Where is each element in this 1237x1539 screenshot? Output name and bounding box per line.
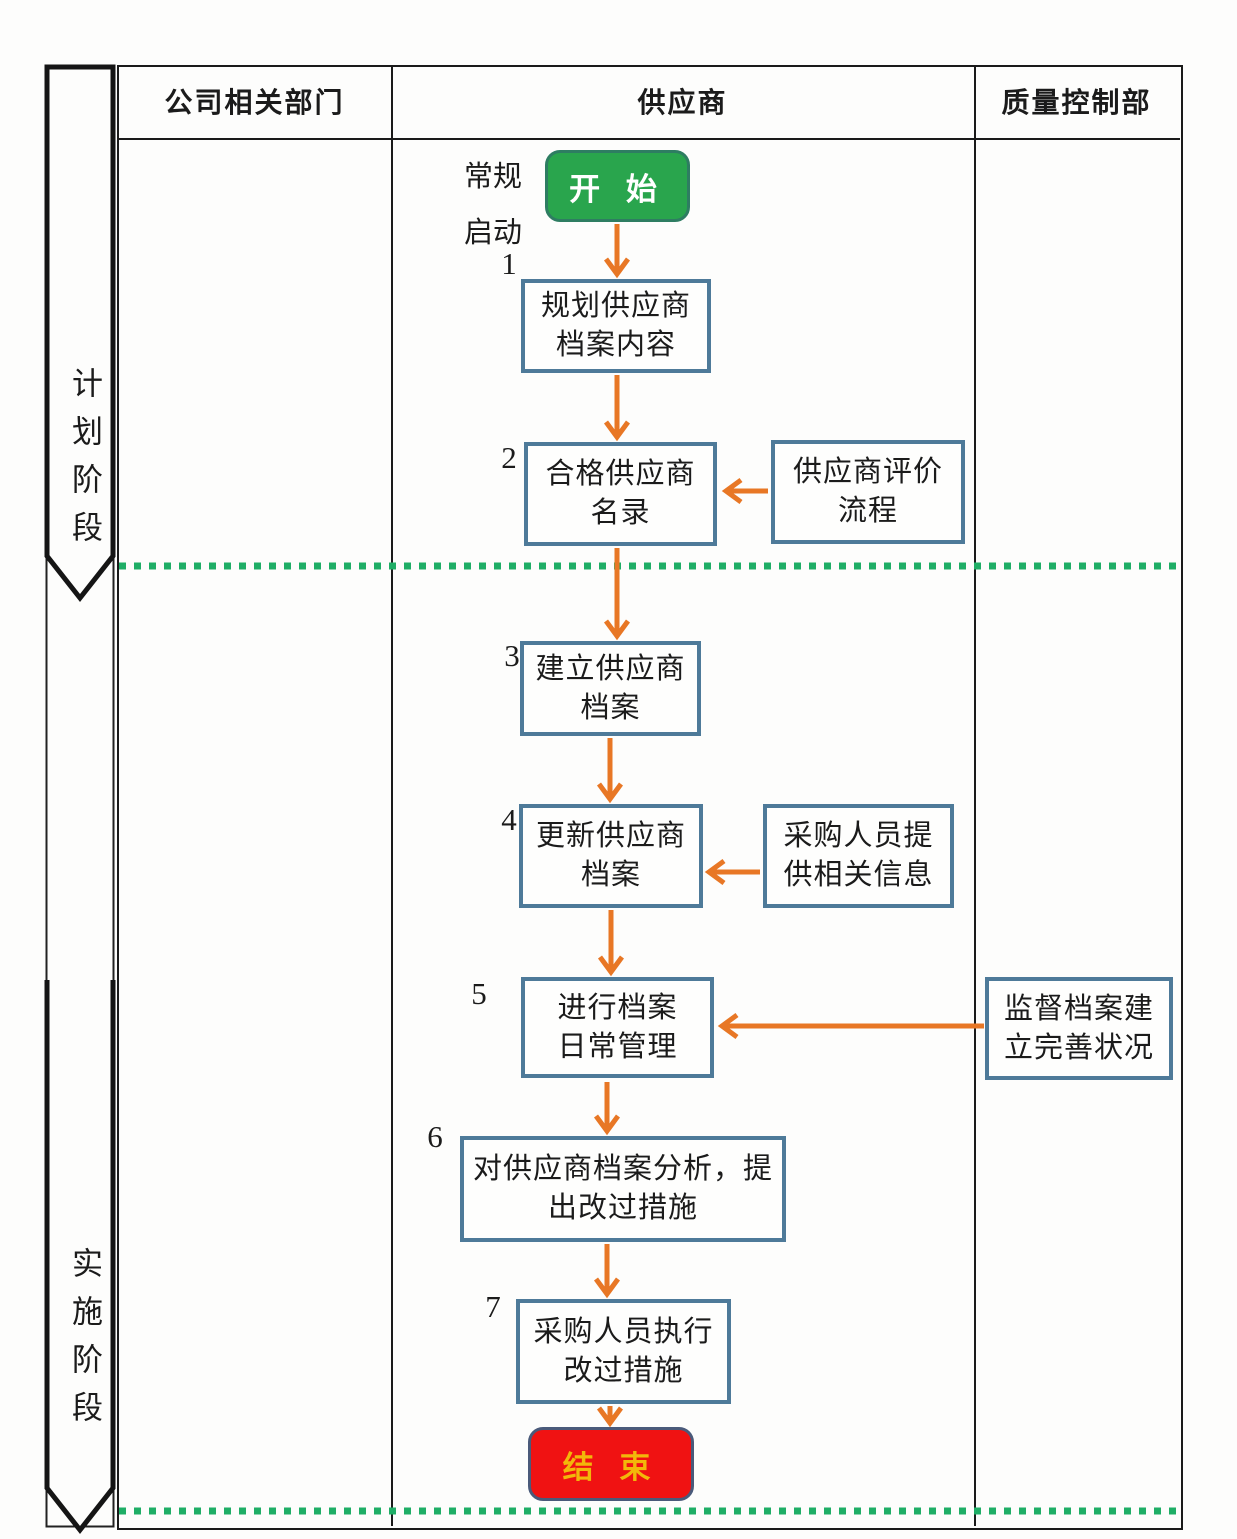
step-5-line-1: 进行档案	[557, 991, 678, 1024]
trigger-note: 常规 启动	[459, 149, 527, 261]
step-3-box: 建立供应商 档案	[520, 641, 701, 736]
step-1-line-1: 规划供应商	[540, 290, 691, 322]
step-3-number: 3	[504, 638, 520, 673]
input-c-line-2: 立完善状况	[1003, 1031, 1154, 1064]
step-6-number: 6	[427, 1119, 443, 1154]
step-2-line-1: 合格供应商	[545, 458, 696, 490]
swimlane-frame	[117, 65, 1183, 1530]
step-6-line-1: 对供应商档案分析，提	[472, 1153, 773, 1185]
header-separator-line	[118, 138, 1180, 140]
step-3-line-2: 档案	[580, 691, 641, 724]
step-4-number: 4	[501, 802, 517, 837]
step-5-number: 5	[471, 976, 487, 1011]
input-b-line-2: 供相关信息	[783, 859, 934, 891]
step-7-number: 7	[485, 1289, 501, 1324]
step-1-number: 1	[501, 246, 517, 281]
step-4-line-2: 档案	[580, 859, 641, 891]
step-6-box: 对供应商档案分析，提 出改过措施	[460, 1136, 786, 1242]
flow-arrows	[607, 224, 984, 1423]
input-a-line-1: 供应商评价	[792, 456, 943, 488]
step-7-line-2: 改过措施	[563, 1354, 684, 1387]
lane-header-supplier: 供应商	[637, 88, 728, 119]
input-a-line-2: 流程	[837, 495, 898, 527]
step-1-box: 规划供应商 档案内容	[521, 279, 711, 373]
end-node: 结 束	[528, 1427, 694, 1501]
trigger-line-2: 启动	[463, 217, 522, 249]
lane-header-quality-control: 质量控制部	[1001, 88, 1152, 119]
phase-label-plan: 计划阶段	[67, 367, 102, 559]
phase-banner-implement-shape	[44, 980, 116, 1535]
phase-label-implement: 实施阶段	[67, 1247, 102, 1439]
phase-banner-plan-shape	[44, 64, 116, 603]
step-4-line-1: 更新供应商	[535, 820, 686, 852]
input-purchaser-info-box: 采购人员提 供相关信息	[763, 804, 954, 908]
input-quality-supervision-box: 监督档案建 立完善状况	[985, 977, 1173, 1080]
step-5-box: 进行档案 日常管理	[521, 977, 714, 1078]
start-node: 开 始	[545, 150, 690, 222]
column-divider-2	[974, 66, 976, 1526]
step-5-line-2: 日常管理	[557, 1030, 678, 1063]
step-1-line-2: 档案内容	[555, 329, 676, 361]
step-7-line-1: 采购人员执行	[533, 1315, 714, 1348]
step-7-box: 采购人员执行 改过措施	[516, 1299, 731, 1404]
step-2-number: 2	[501, 440, 517, 475]
column-divider-1	[391, 66, 393, 1526]
step-4-box: 更新供应商 档案	[519, 804, 703, 908]
step-2-box: 合格供应商 名录	[524, 442, 717, 546]
input-b-line-1: 采购人员提	[783, 820, 934, 852]
trigger-line-1: 常规	[463, 161, 522, 193]
input-c-line-1: 监督档案建	[1003, 992, 1154, 1025]
input-supplier-evaluation-box: 供应商评价 流程	[771, 440, 965, 544]
step-3-line-1: 建立供应商	[535, 652, 686, 685]
lane-header-company-departments: 公司相关部门	[164, 88, 345, 119]
step-2-line-2: 名录	[590, 497, 651, 529]
step-6-line-2: 出改过措施	[547, 1192, 698, 1224]
